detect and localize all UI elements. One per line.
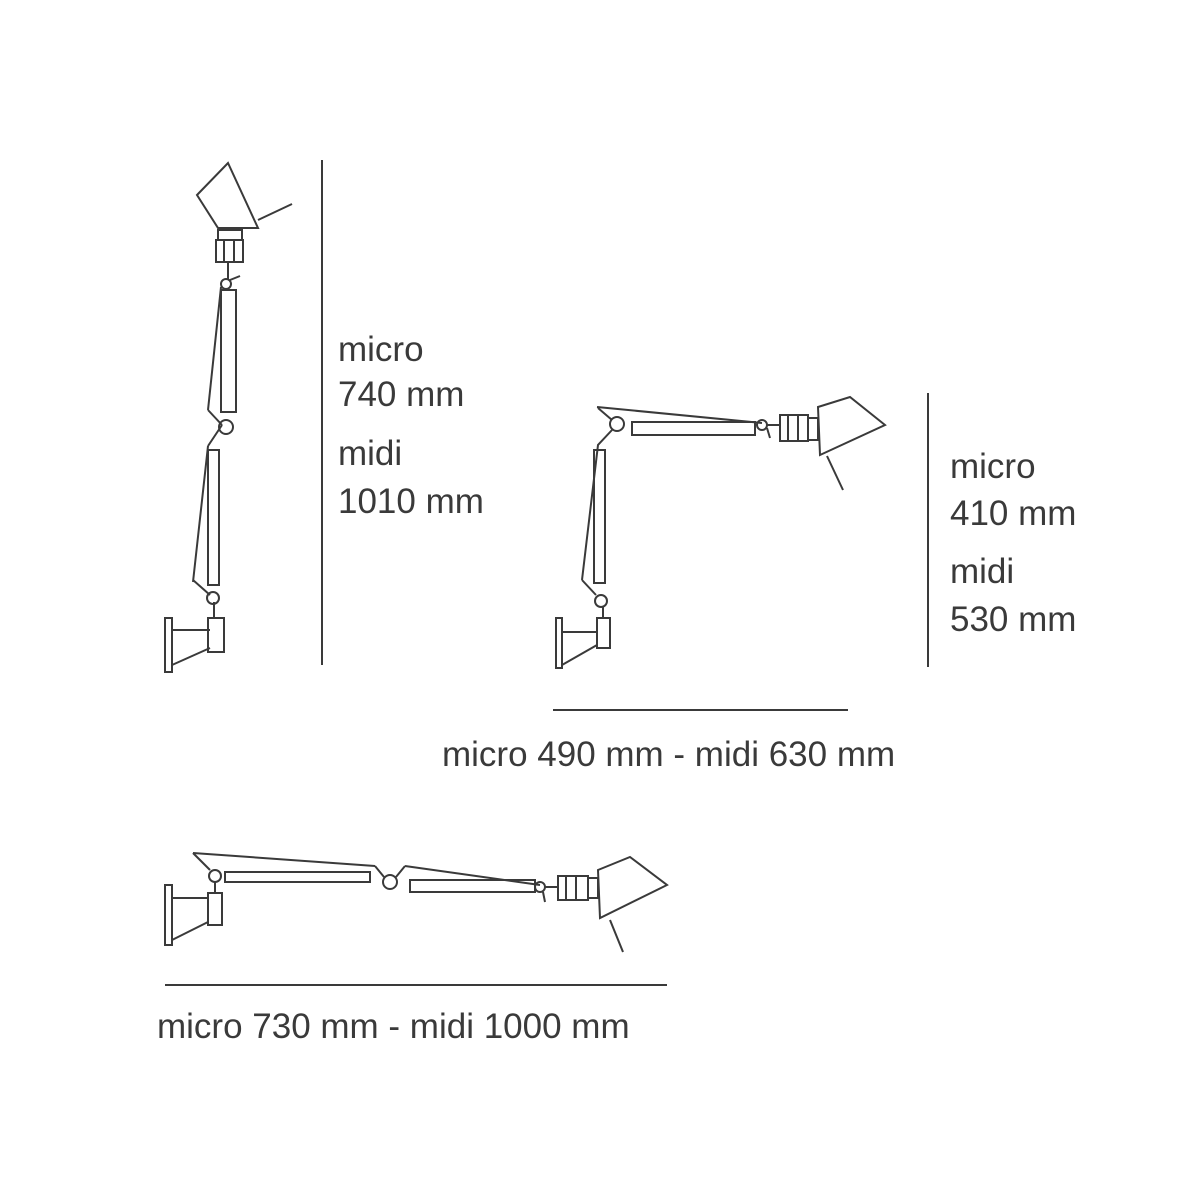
- angled-midi-label: midi: [950, 552, 1015, 591]
- vertical-midi-value: 1010 mm: [338, 482, 484, 521]
- lamp-angled: [555, 395, 887, 669]
- horizontal-width-label: micro 730 mm - midi 1000 mm: [157, 1007, 630, 1046]
- angled-micro-value: 410 mm: [950, 494, 1077, 533]
- angled-width-label: micro 490 mm - midi 630 mm: [442, 735, 896, 774]
- angled-midi-value: 530 mm: [950, 600, 1077, 639]
- lamp-vertical: [164, 161, 293, 673]
- vertical-micro-value: 740 mm: [338, 375, 465, 414]
- angled-micro-label: micro: [950, 447, 1036, 486]
- vertical-micro-label: micro: [338, 330, 424, 369]
- vertical-midi-label: midi: [338, 434, 403, 473]
- lamp-horizontal: [164, 852, 669, 953]
